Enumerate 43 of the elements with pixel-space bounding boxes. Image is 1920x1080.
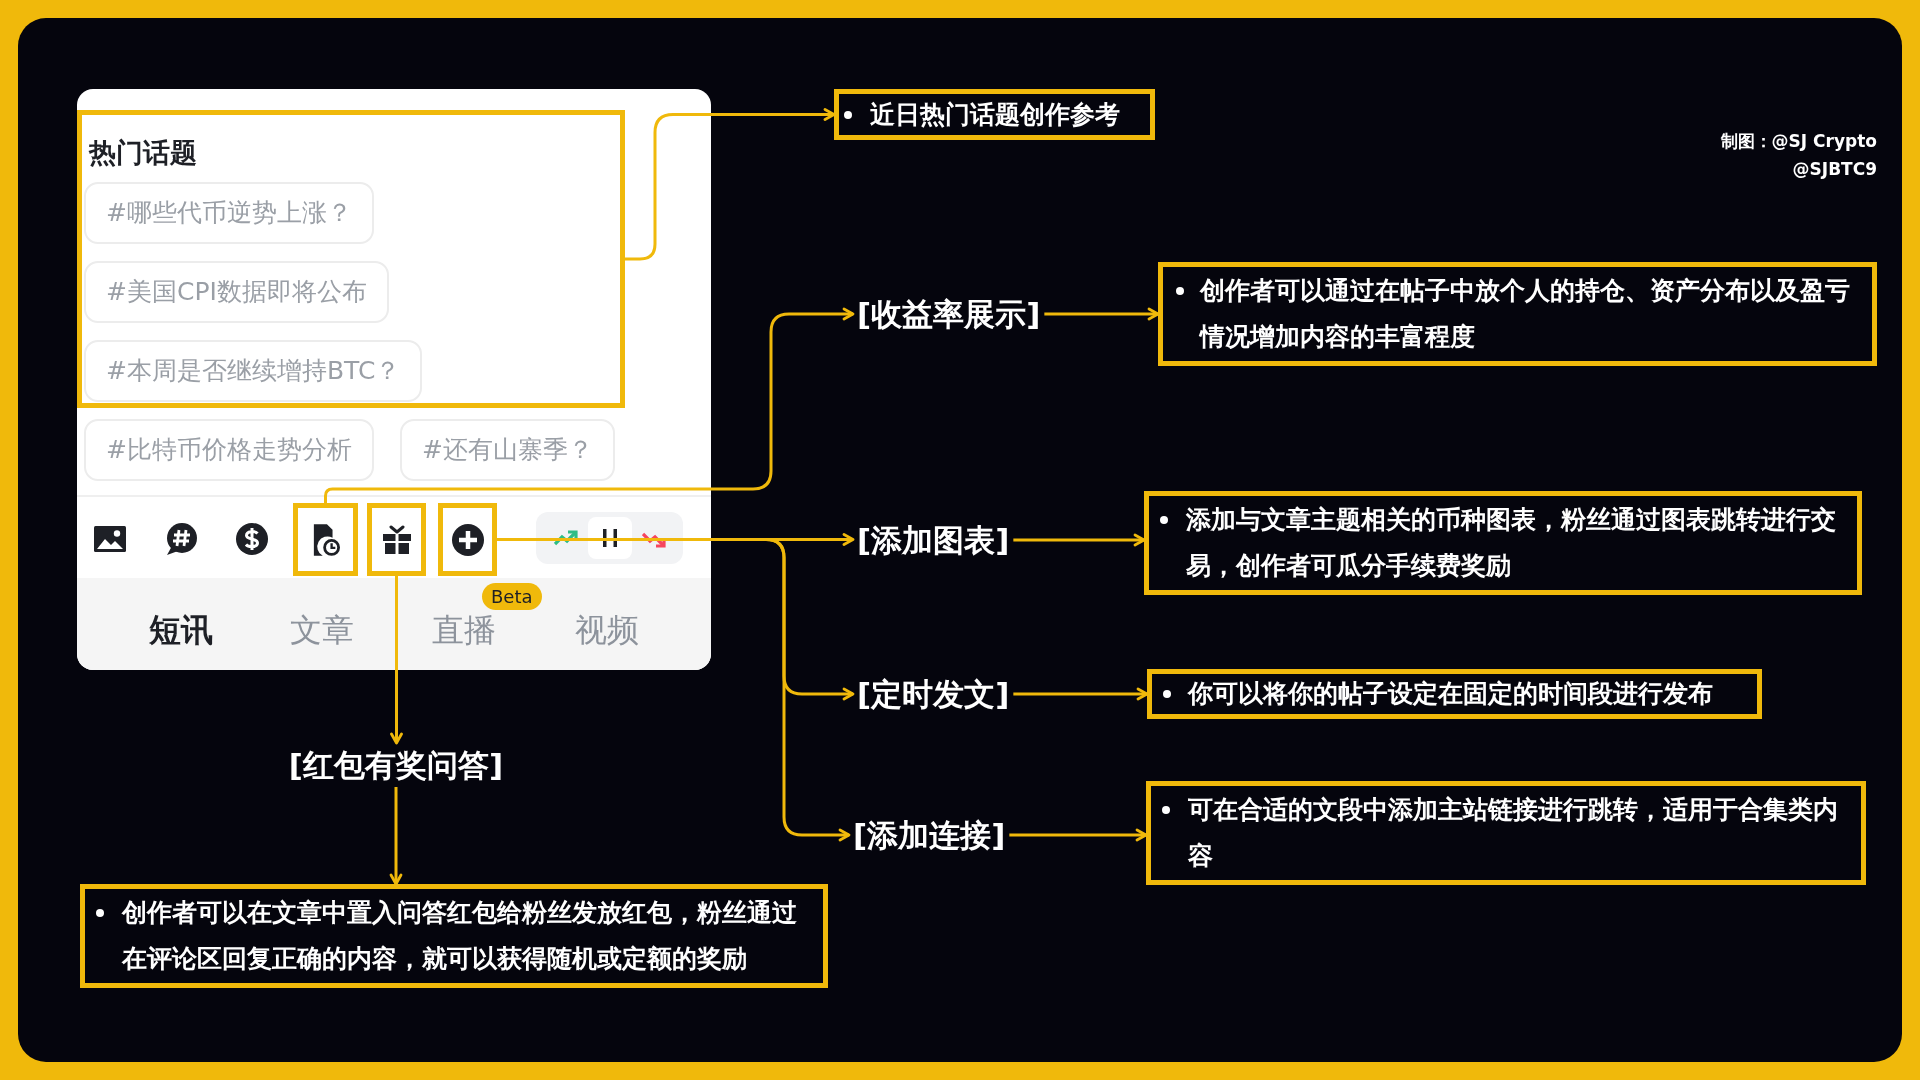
beta-badge: Beta bbox=[482, 583, 542, 610]
arrow bbox=[1009, 828, 1148, 842]
topic-tag: #哪些代币逆势上涨？ bbox=[84, 182, 374, 244]
highlight-box bbox=[293, 503, 358, 576]
feature-label: [添加连接] bbox=[849, 813, 1010, 857]
tab-label: 文章 bbox=[290, 610, 354, 650]
section-heading: 热门话题 bbox=[89, 136, 197, 170]
callout-box bbox=[1158, 262, 1877, 366]
description-text: 创作者可以通过在帖子中放个人的持仓、资产分布以及盈亏情况增加内容的丰富程度 bbox=[1200, 275, 1851, 353]
credit-text: 制图：@SJ Crypto bbox=[1720, 130, 1877, 153]
description-text: 可在合适的文段中添加主站链接进行跳转，适用于合集类内容 bbox=[1188, 794, 1839, 872]
arrow bbox=[389, 787, 403, 886]
description-text: 添加与文章主题相关的币种图表，粉丝通过图表跳转进行交易，创作者可瓜分手续费奖励 bbox=[1186, 504, 1837, 582]
arrow bbox=[1013, 687, 1149, 701]
arrow bbox=[390, 576, 403, 745]
callout-box bbox=[1147, 669, 1762, 719]
callout-box bbox=[80, 884, 828, 988]
feature-label: [添加图表] bbox=[853, 518, 1014, 562]
feature-label: [红包有奖问答] bbox=[284, 743, 508, 787]
highlight-box bbox=[367, 503, 426, 576]
arrow bbox=[1013, 533, 1146, 547]
feature-label: [收益率展示] bbox=[853, 292, 1045, 336]
feature-label: [定时发文] bbox=[853, 672, 1014, 716]
tab-label: 直播 bbox=[432, 610, 496, 650]
arrow bbox=[324, 307, 855, 503]
description-text: 创作者可以在文章中置入问答红包给粉丝发放红包，粉丝通过在评论区回复正确的内容，就可以获得随机或定额的奖励 bbox=[122, 897, 798, 975]
arrow bbox=[625, 108, 836, 261]
credit-text: @SJBTC9 bbox=[1792, 158, 1877, 181]
tab-label: 短讯 bbox=[149, 610, 213, 650]
highlight-box bbox=[77, 110, 625, 408]
description-text: 近日热门话题创作参考 bbox=[870, 98, 1121, 131]
description-text: 你可以将你的帖子设定在固定的时间段进行发布 bbox=[1188, 678, 1714, 710]
tab-label: 视频 bbox=[575, 610, 639, 650]
topic-tag: #美国CPI数据即将公布 bbox=[84, 261, 389, 323]
arrow bbox=[1044, 307, 1160, 321]
callout-box bbox=[834, 89, 1155, 140]
callout-box bbox=[1146, 781, 1866, 885]
highlight-box bbox=[438, 503, 497, 576]
topic-tag: #本周是否继续增持BTC？ bbox=[84, 340, 423, 402]
topic-tag: #还有山寨季？ bbox=[400, 419, 615, 481]
topic-tag: #比特币价格走势分析 bbox=[84, 419, 374, 481]
callout-box bbox=[1144, 491, 1862, 595]
app-panel bbox=[77, 89, 711, 670]
